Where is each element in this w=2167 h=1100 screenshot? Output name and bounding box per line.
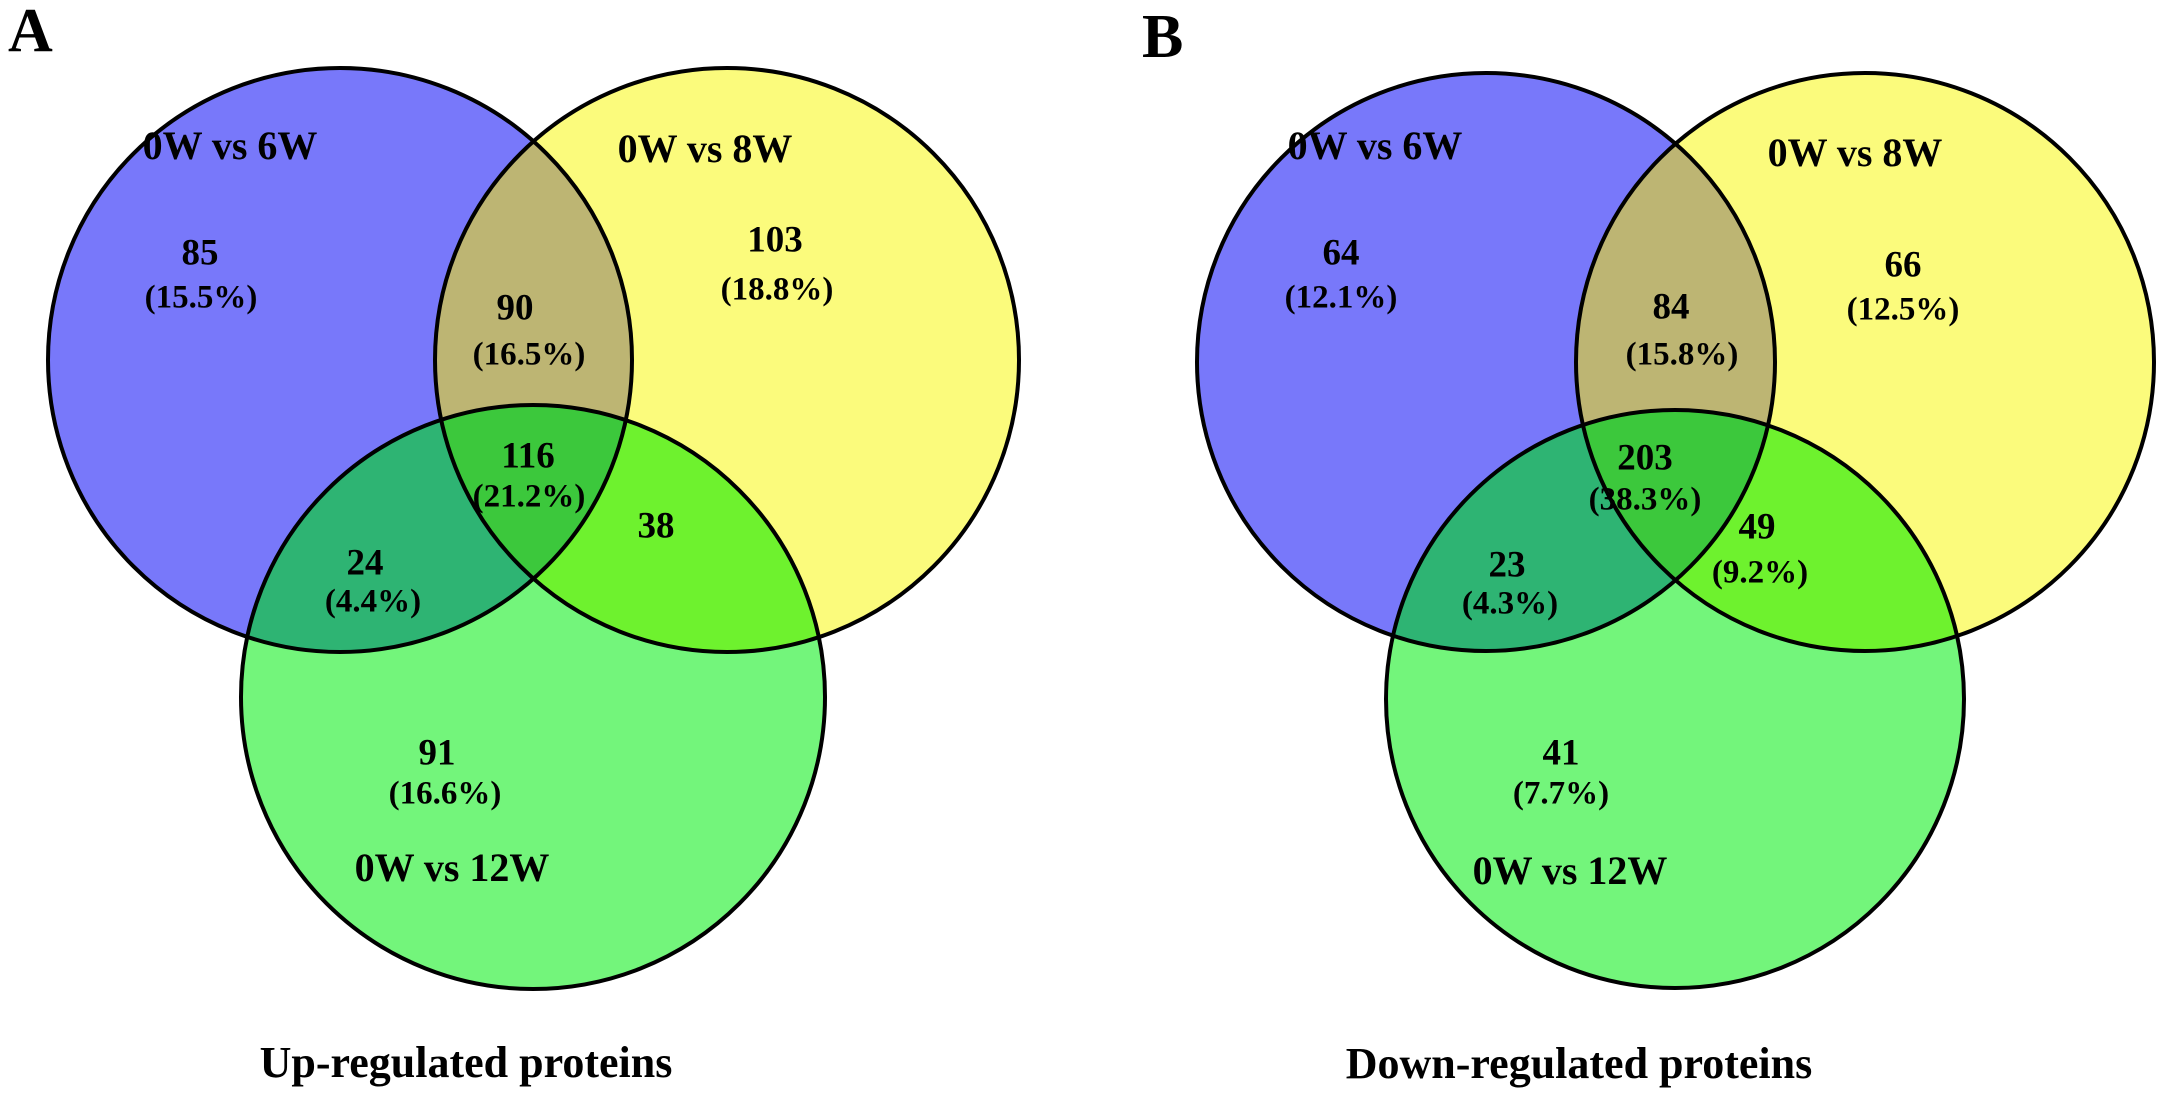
panel-caption-down-regulated: Down-regulated proteins xyxy=(1345,1039,1813,1088)
venn-circle-outline xyxy=(1384,408,1966,990)
venn-diagram-down-regulated xyxy=(1195,71,2156,990)
overlap-8w-12w-region xyxy=(1576,410,1964,651)
venn-circle-outline xyxy=(1195,71,1777,653)
venn-circle-outline xyxy=(239,403,827,991)
panel-caption-up-regulated: Up-regulated proteins xyxy=(259,1038,673,1087)
overlap-8w-12w-region xyxy=(435,405,825,652)
panel-letter-a: A xyxy=(8,0,53,65)
overlap-6w-12w-region xyxy=(241,405,632,652)
venn-diagram-up-regulated xyxy=(46,66,1021,991)
venn-circle-outline xyxy=(46,66,634,654)
overlap-6w-12w-region xyxy=(1386,410,1775,651)
venn-circle-outline xyxy=(1574,71,2156,653)
panel-letter-b: B xyxy=(1142,3,1184,71)
venn-circle-outline xyxy=(433,66,1021,654)
